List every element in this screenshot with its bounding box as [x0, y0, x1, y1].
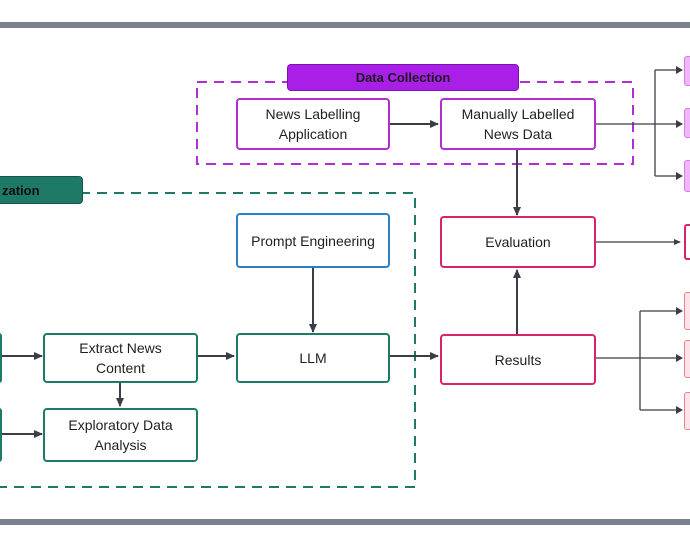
bottom-frame-line	[0, 519, 690, 525]
extract-news-content-node: Extract News Content	[43, 333, 198, 383]
left-edge-node-lower	[0, 408, 2, 462]
exploratory-data-analysis-node: Exploratory Data Analysis	[43, 408, 198, 462]
summarization-tag: zation	[0, 176, 83, 204]
llm-label: LLM	[299, 350, 327, 366]
extract-news-content-label: Extract News Content	[79, 340, 162, 376]
llm-node: LLM	[236, 333, 390, 383]
right-pink-node-2	[684, 340, 690, 378]
right-purple-node-3	[684, 160, 690, 192]
left-edge-node-upper	[0, 333, 2, 383]
prompt-engineering-label: Prompt Engineering	[251, 232, 375, 249]
news-labelling-app-label: News Labelling Application	[265, 106, 361, 142]
right-pink-node-3	[684, 392, 690, 430]
news-labelling-app-node: News Labelling Application	[236, 98, 390, 150]
data-collection-label: Data Collection	[355, 70, 451, 85]
branch-labelled-right	[596, 69, 682, 176]
prompt-engineering-node: Prompt Engineering	[236, 213, 390, 268]
results-label: Results	[494, 351, 542, 368]
right-pink-node-1	[684, 292, 690, 330]
right-purple-node-1	[684, 56, 690, 86]
data-collection-tag: Data Collection	[287, 64, 519, 91]
top-frame-line	[0, 22, 690, 28]
manually-labelled-data-label: Manually Labelled News Data	[461, 106, 575, 142]
data-collection-group-border	[196, 81, 634, 165]
manually-labelled-data-node: Manually Labelled News Data	[440, 98, 596, 150]
evaluation-node: Evaluation	[440, 216, 596, 268]
branch-results-right	[596, 310, 682, 411]
evaluation-label: Evaluation	[485, 234, 551, 250]
right-purple-node-2	[684, 108, 690, 138]
results-node: Results	[440, 334, 596, 385]
exploratory-data-analysis-label: Exploratory Data Analysis	[68, 417, 173, 453]
summarization-label: zation	[2, 182, 40, 198]
right-pink-node-evaluation	[684, 224, 690, 260]
summarization-group-border	[0, 192, 416, 488]
